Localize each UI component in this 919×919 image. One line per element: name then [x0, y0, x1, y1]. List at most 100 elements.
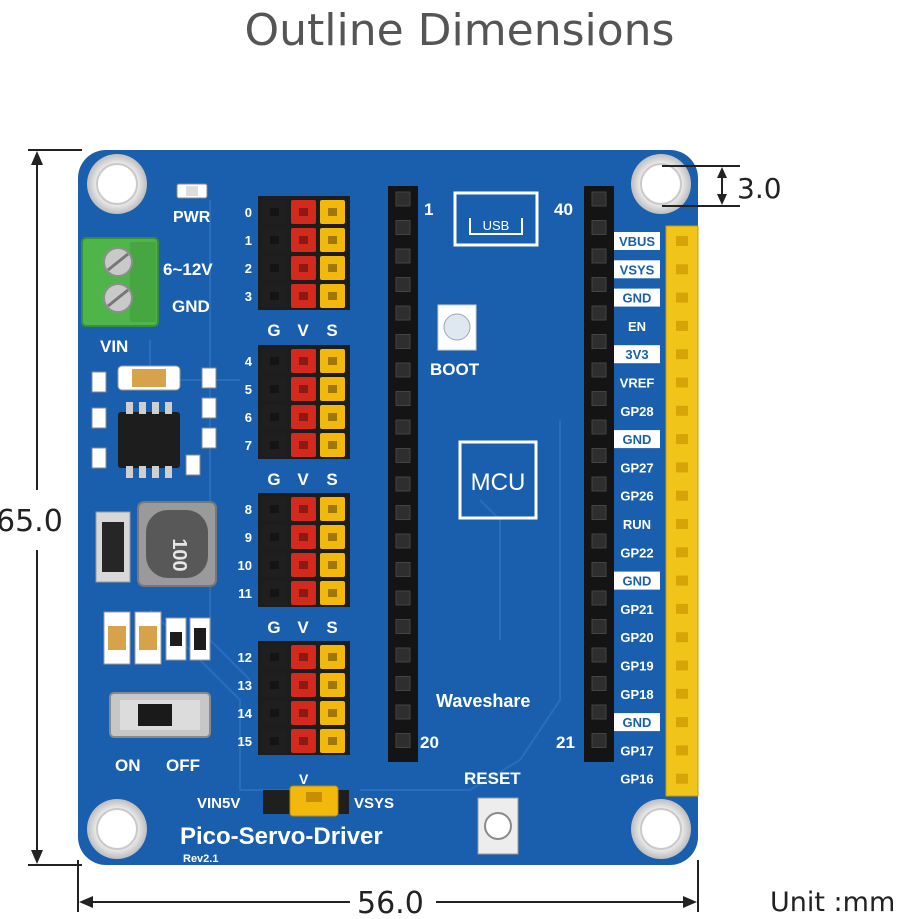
pin-label-box — [614, 345, 660, 364]
servo-pin[interactable] — [320, 228, 345, 252]
power-jumper[interactable] — [263, 785, 349, 817]
servo-pin[interactable] — [262, 553, 287, 577]
servo-pin[interactable] — [320, 405, 345, 429]
gpio-pin[interactable] — [676, 320, 688, 331]
gpio-pin[interactable] — [676, 688, 688, 699]
servo-pin[interactable] — [291, 645, 316, 669]
socket-hole — [591, 277, 607, 292]
servo-pin[interactable] — [320, 581, 345, 605]
pin-label: GP16 — [620, 772, 653, 787]
servo-pin[interactable] — [320, 701, 345, 725]
pwr-label: PWR — [173, 209, 211, 226]
servo-pin[interactable] — [320, 497, 345, 521]
hole-offset-dimension — [662, 165, 740, 207]
gpio-pin[interactable] — [676, 292, 688, 303]
gpio-pin[interactable] — [676, 717, 688, 728]
pin-label: VSYS — [620, 262, 655, 277]
servo-pin[interactable] — [320, 256, 345, 280]
servo-pin[interactable] — [320, 200, 345, 224]
servo-pin[interactable] — [262, 228, 287, 252]
gpio-pin[interactable] — [676, 405, 688, 416]
servo-pin[interactable] — [291, 349, 316, 373]
pin-label: GP22 — [620, 545, 653, 560]
servo-pin[interactable] — [262, 433, 287, 457]
servo-pin[interactable] — [320, 433, 345, 457]
mcu-label: MCU — [471, 469, 526, 496]
power-switch-knob[interactable] — [138, 704, 172, 726]
servo-pin[interactable] — [291, 405, 316, 429]
servo-pin[interactable] — [291, 377, 316, 401]
servo-pin[interactable] — [262, 377, 287, 401]
socket-hole — [395, 191, 411, 207]
servo-pin[interactable] — [291, 256, 316, 280]
gpio-pin[interactable] — [676, 349, 688, 360]
gpio-pin[interactable] — [676, 434, 688, 445]
socket-hole — [591, 505, 607, 520]
servo-pin[interactable] — [320, 525, 345, 549]
servo-pin-hole — [328, 441, 337, 449]
servo-pin[interactable] — [320, 673, 345, 697]
servo-pin[interactable] — [262, 525, 287, 549]
boot-button[interactable] — [437, 304, 477, 351]
servo-pin[interactable] — [262, 673, 287, 697]
gpio-pin[interactable] — [676, 660, 688, 671]
servo-pin[interactable] — [320, 284, 345, 308]
servo-pin[interactable] — [320, 553, 345, 577]
gpio-pin[interactable] — [676, 745, 688, 756]
power-switch[interactable] — [109, 692, 211, 738]
servo-channel-label: 13 — [238, 678, 252, 693]
servo-pin[interactable] — [291, 200, 316, 224]
servo-pin[interactable] — [262, 645, 287, 669]
servo-pin[interactable] — [262, 256, 287, 280]
servo-pin[interactable] — [262, 497, 287, 521]
servo-pin[interactable] — [262, 701, 287, 725]
gpio-pin[interactable] — [676, 519, 688, 529]
servo-pin[interactable] — [320, 377, 345, 401]
gpio-pin[interactable] — [676, 603, 688, 614]
servo-pin[interactable] — [291, 701, 316, 725]
reset-button[interactable] — [477, 797, 519, 855]
servo-pin[interactable] — [291, 433, 316, 457]
socket-hole — [591, 590, 607, 606]
socket-hole — [591, 362, 607, 378]
socket-hole — [591, 704, 607, 720]
gpio-pin[interactable] — [676, 490, 688, 501]
pin-label: VBUS — [619, 234, 655, 249]
socket-hole — [591, 733, 607, 748]
servo-pin[interactable] — [291, 525, 316, 549]
gpio-pin[interactable] — [676, 377, 688, 388]
gpio-pin[interactable] — [676, 575, 688, 586]
servo-pin-hole — [328, 533, 337, 541]
servo-pin[interactable] — [291, 284, 316, 308]
servo-pin[interactable] — [262, 581, 287, 605]
servo-pin[interactable] — [291, 553, 316, 577]
servo-pin[interactable] — [262, 729, 287, 753]
socket-hole — [395, 505, 411, 520]
servo-pin[interactable] — [320, 729, 345, 753]
gpio-pin[interactable] — [676, 632, 688, 643]
servo-pin[interactable] — [320, 645, 345, 669]
gpio-pin[interactable] — [676, 236, 688, 246]
brand-label: Waveshare — [436, 691, 530, 711]
servo-pin[interactable] — [291, 497, 316, 521]
servo-channel-label: 8 — [245, 502, 252, 517]
gpio-pin[interactable] — [676, 773, 688, 784]
servo-pin[interactable] — [320, 349, 345, 373]
servo-pin[interactable] — [291, 673, 316, 697]
servo-pin-hole — [299, 505, 308, 513]
servo-pin-hole — [328, 236, 337, 244]
servo-pin[interactable] — [262, 349, 287, 373]
servo-pin[interactable] — [291, 228, 316, 252]
servo-pin[interactable] — [262, 200, 287, 224]
gpio-pin[interactable] — [676, 462, 688, 473]
gpio-pin[interactable] — [676, 547, 688, 558]
socket-hole — [591, 191, 607, 207]
pin-label: 3V3 — [625, 347, 648, 362]
gpio-pin[interactable] — [676, 264, 688, 275]
servo-pin[interactable] — [291, 729, 316, 753]
servo-channel-label: 12 — [238, 650, 252, 665]
servo-pin[interactable] — [291, 581, 316, 605]
socket-hole — [591, 476, 607, 492]
servo-pin[interactable] — [262, 405, 287, 429]
servo-pin[interactable] — [262, 284, 287, 308]
